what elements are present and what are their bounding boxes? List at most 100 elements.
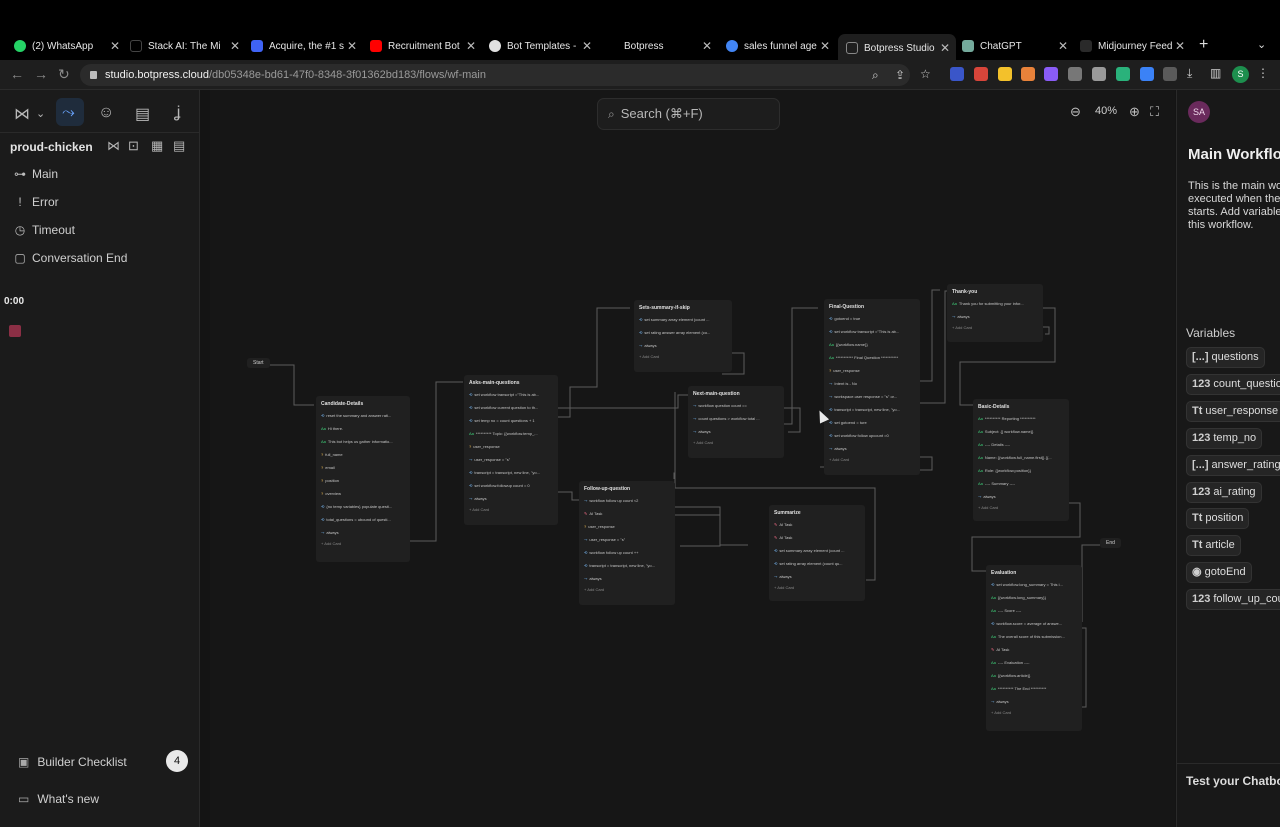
card[interactable]: ⇾always — [469, 496, 487, 501]
node-basic-details[interactable]: Basic-Details Aa********** Reporting ***… — [973, 399, 1069, 521]
zoom-out-icon[interactable]: ⊖ — [1070, 104, 1081, 119]
card[interactable]: ⇾workspace.user response = "s" or... — [829, 394, 898, 399]
card[interactable]: Aa---- Score ---- — [991, 608, 1022, 613]
card[interactable]: ?user_response — [469, 444, 500, 449]
card[interactable]: ✎AI Task — [584, 511, 603, 516]
tab-acquire[interactable]: Acquire, the #1 s ✕ — [251, 36, 357, 56]
add-card-button[interactable]: + Add Card — [774, 585, 795, 590]
card[interactable]: ⇾user_response = "s" — [584, 537, 626, 542]
card[interactable]: ⟲set temp no = count questions + 1 — [469, 418, 535, 423]
card[interactable]: ✎AI Task — [991, 647, 1010, 652]
back-icon[interactable]: ← — [10, 66, 24, 82]
share-icon[interactable]: ⇪ — [895, 68, 906, 82]
add-card-button[interactable]: + Add Card — [469, 507, 490, 512]
card[interactable]: Aa---- Evaluation ---- — [991, 660, 1030, 665]
zoom-icon[interactable]: ⌕ — [872, 68, 879, 82]
variable-chip[interactable]: [...]questions — [1186, 347, 1265, 368]
card[interactable]: Aa---- Details ---- — [978, 442, 1011, 447]
close-tab-icon[interactable]: ✕ — [109, 39, 120, 53]
card[interactable]: ?position — [321, 478, 340, 483]
workflow-add-icon[interactable]: ⋈ — [107, 138, 120, 153]
sidebar-item-main[interactable]: ⊶ Main — [12, 164, 58, 184]
card[interactable]: ?user_response — [584, 524, 615, 529]
card[interactable]: ⟲gotoend = true — [829, 316, 861, 321]
book-icon[interactable]: ▤ — [135, 106, 151, 123]
tab-botpress[interactable]: Botpress ✕ — [606, 36, 712, 56]
chevron-down-icon[interactable]: ⌄ — [1257, 39, 1267, 51]
variable-chip[interactable]: ◉gotoEnd — [1186, 562, 1252, 583]
card[interactable]: Aa{{workflow.name}} — [829, 342, 868, 347]
add-card-button[interactable]: + Add Card — [829, 457, 850, 462]
card[interactable]: Aa********** Topic: {{workflow.temp_... — [469, 431, 538, 436]
add-card-button[interactable]: + Add Card — [321, 541, 342, 546]
card[interactable]: ⟲set workflow current question to th... — [469, 405, 539, 410]
card[interactable]: ⟲set summary array element (count ... — [774, 548, 845, 553]
start-node[interactable]: Start — [247, 358, 270, 368]
node-sets-summary-if-skip[interactable]: Sets-summary-if-skip ⟲set summary array … — [634, 300, 732, 372]
add-card-button[interactable]: + Add Card — [952, 325, 973, 330]
card[interactable]: ?user_response — [829, 368, 860, 373]
close-tab-icon[interactable]: ✕ — [465, 39, 476, 53]
card[interactable]: ⇾workflow question count == — [693, 403, 747, 408]
knowledge-icon[interactable]: ▦ — [151, 138, 164, 153]
url-field[interactable]: studio.botpress.cloud/db05348e-bd61-47f0… — [80, 64, 910, 86]
card[interactable]: ⇾Intent is - No — [829, 381, 858, 386]
card[interactable]: ⟲set workflow follow upcount =0 — [829, 433, 889, 438]
card[interactable]: ⟲set workflow transcript ="This is ab... — [469, 392, 540, 397]
card[interactable]: Aa{{workflow.article}} — [991, 673, 1031, 678]
card[interactable]: ⇾always — [321, 530, 339, 535]
card[interactable]: ⟲set rating answer array element (co... — [639, 330, 711, 335]
flow-canvas[interactable]: ⌕ Search (⌘+F) ⊖ 40% ⊕ ⛶ Start End Candi… — [210, 90, 1175, 827]
bot-icon[interactable]: ☺ — [98, 104, 115, 121]
node-follow-up-question[interactable]: Follow-up-question ⇾workflow follow up c… — [579, 481, 675, 605]
close-tab-icon[interactable]: ✕ — [229, 39, 240, 53]
card[interactable]: ⇾always — [952, 314, 970, 319]
card[interactable]: Aa---- Summary ---- — [978, 481, 1015, 486]
search-input[interactable]: ⌕ Search (⌘+F) — [597, 98, 780, 130]
forward-icon[interactable]: → — [34, 66, 48, 82]
close-tab-icon[interactable]: ✕ — [701, 39, 712, 53]
sidebar-item-conversation-end[interactable]: ▢ Conversation End — [12, 248, 127, 268]
card[interactable]: ⇾always — [829, 446, 847, 451]
extension-icon[interactable] — [950, 67, 964, 81]
card[interactable]: ⟲set summary array element (count ... — [639, 317, 710, 322]
node-next-main-question[interactable]: Next-main-question ⇾workflow question co… — [688, 386, 784, 458]
kebab-menu-icon[interactable]: ⋮ — [1257, 66, 1269, 80]
card[interactable]: ?email — [321, 465, 335, 470]
card[interactable]: ⟲set gotoend = ture — [829, 420, 867, 425]
close-tab-icon[interactable]: ✕ — [939, 41, 950, 55]
extension-icon[interactable] — [1021, 67, 1035, 81]
card[interactable]: Aa{{workflow.long_summary}} — [991, 595, 1046, 600]
reload-icon[interactable]: ↻ — [58, 66, 70, 82]
new-tab-button[interactable]: + — [1199, 36, 1209, 53]
add-card-button[interactable]: + Add Card — [693, 440, 714, 445]
close-tab-icon[interactable]: ✕ — [1174, 39, 1185, 53]
tab-sales-funnel[interactable]: sales funnel age ✕ — [726, 36, 830, 56]
close-tab-icon[interactable]: ✕ — [581, 39, 592, 53]
node-summarize[interactable]: Summarize ✎AI Task ✎AI Task ⟲set summary… — [769, 505, 865, 601]
card[interactable]: ⇾always — [978, 494, 996, 499]
node-asks-main-questions[interactable]: Asks-main-questions ⟲set workflow transc… — [464, 375, 558, 525]
card[interactable]: ⟲transcript = transcript, new line, "yo.… — [469, 470, 540, 475]
add-card-button[interactable]: + Add Card — [991, 710, 1012, 715]
profile-avatar[interactable]: S — [1232, 66, 1249, 83]
card[interactable]: ⟲transcript = transcript, new line, "yo.… — [829, 407, 900, 412]
builder-checklist-button[interactable]: ▣ Builder Checklist — [18, 755, 127, 769]
card[interactable]: ?full_name — [321, 452, 343, 457]
node-evaluation[interactable]: Evaluation ⟲set workflow.long_summary = … — [986, 565, 1082, 731]
card[interactable]: Aa********** Reporting ********** — [978, 416, 1036, 421]
add-card-button[interactable]: + Add Card — [978, 505, 999, 510]
download-icon[interactable]: ⤓ — [1187, 66, 1193, 80]
